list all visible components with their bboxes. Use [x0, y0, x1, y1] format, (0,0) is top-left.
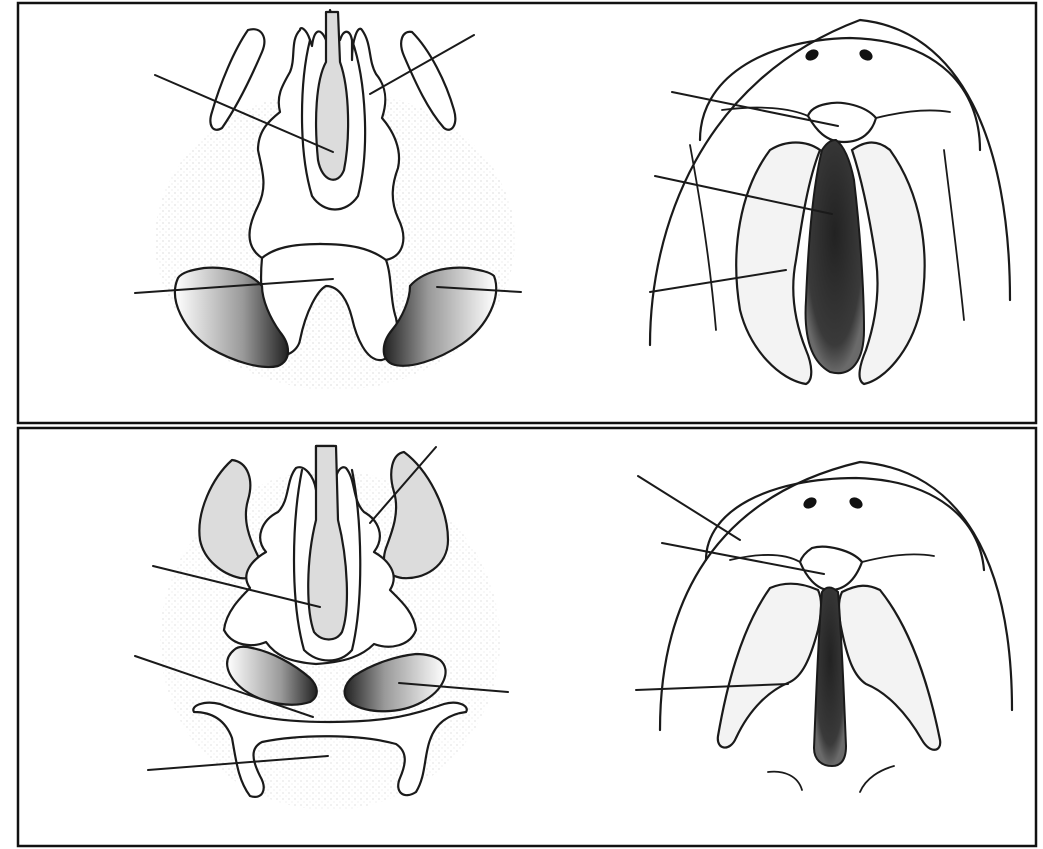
top-left-coronal-diagram	[135, 10, 521, 390]
right-nostril	[847, 495, 864, 511]
right-inner-arch	[944, 150, 964, 320]
uvula-right	[860, 766, 894, 792]
uvula-left	[768, 772, 802, 790]
palatal-cleft	[806, 140, 864, 373]
left-palatal-process	[718, 584, 821, 748]
right-nostril	[857, 47, 874, 63]
leader-outer-arch	[638, 476, 740, 540]
bottom-left-coronal-diagram	[135, 446, 508, 810]
left-nostril	[803, 47, 820, 63]
primary-palate	[800, 547, 862, 590]
top-right-oral-diagram	[650, 20, 1010, 384]
leader-primary-palate	[662, 543, 824, 574]
left-inner-arch	[690, 145, 716, 330]
bottom-right-oral-diagram	[636, 462, 1012, 792]
right-palatal-process	[839, 586, 940, 750]
left-nostril	[801, 495, 818, 511]
